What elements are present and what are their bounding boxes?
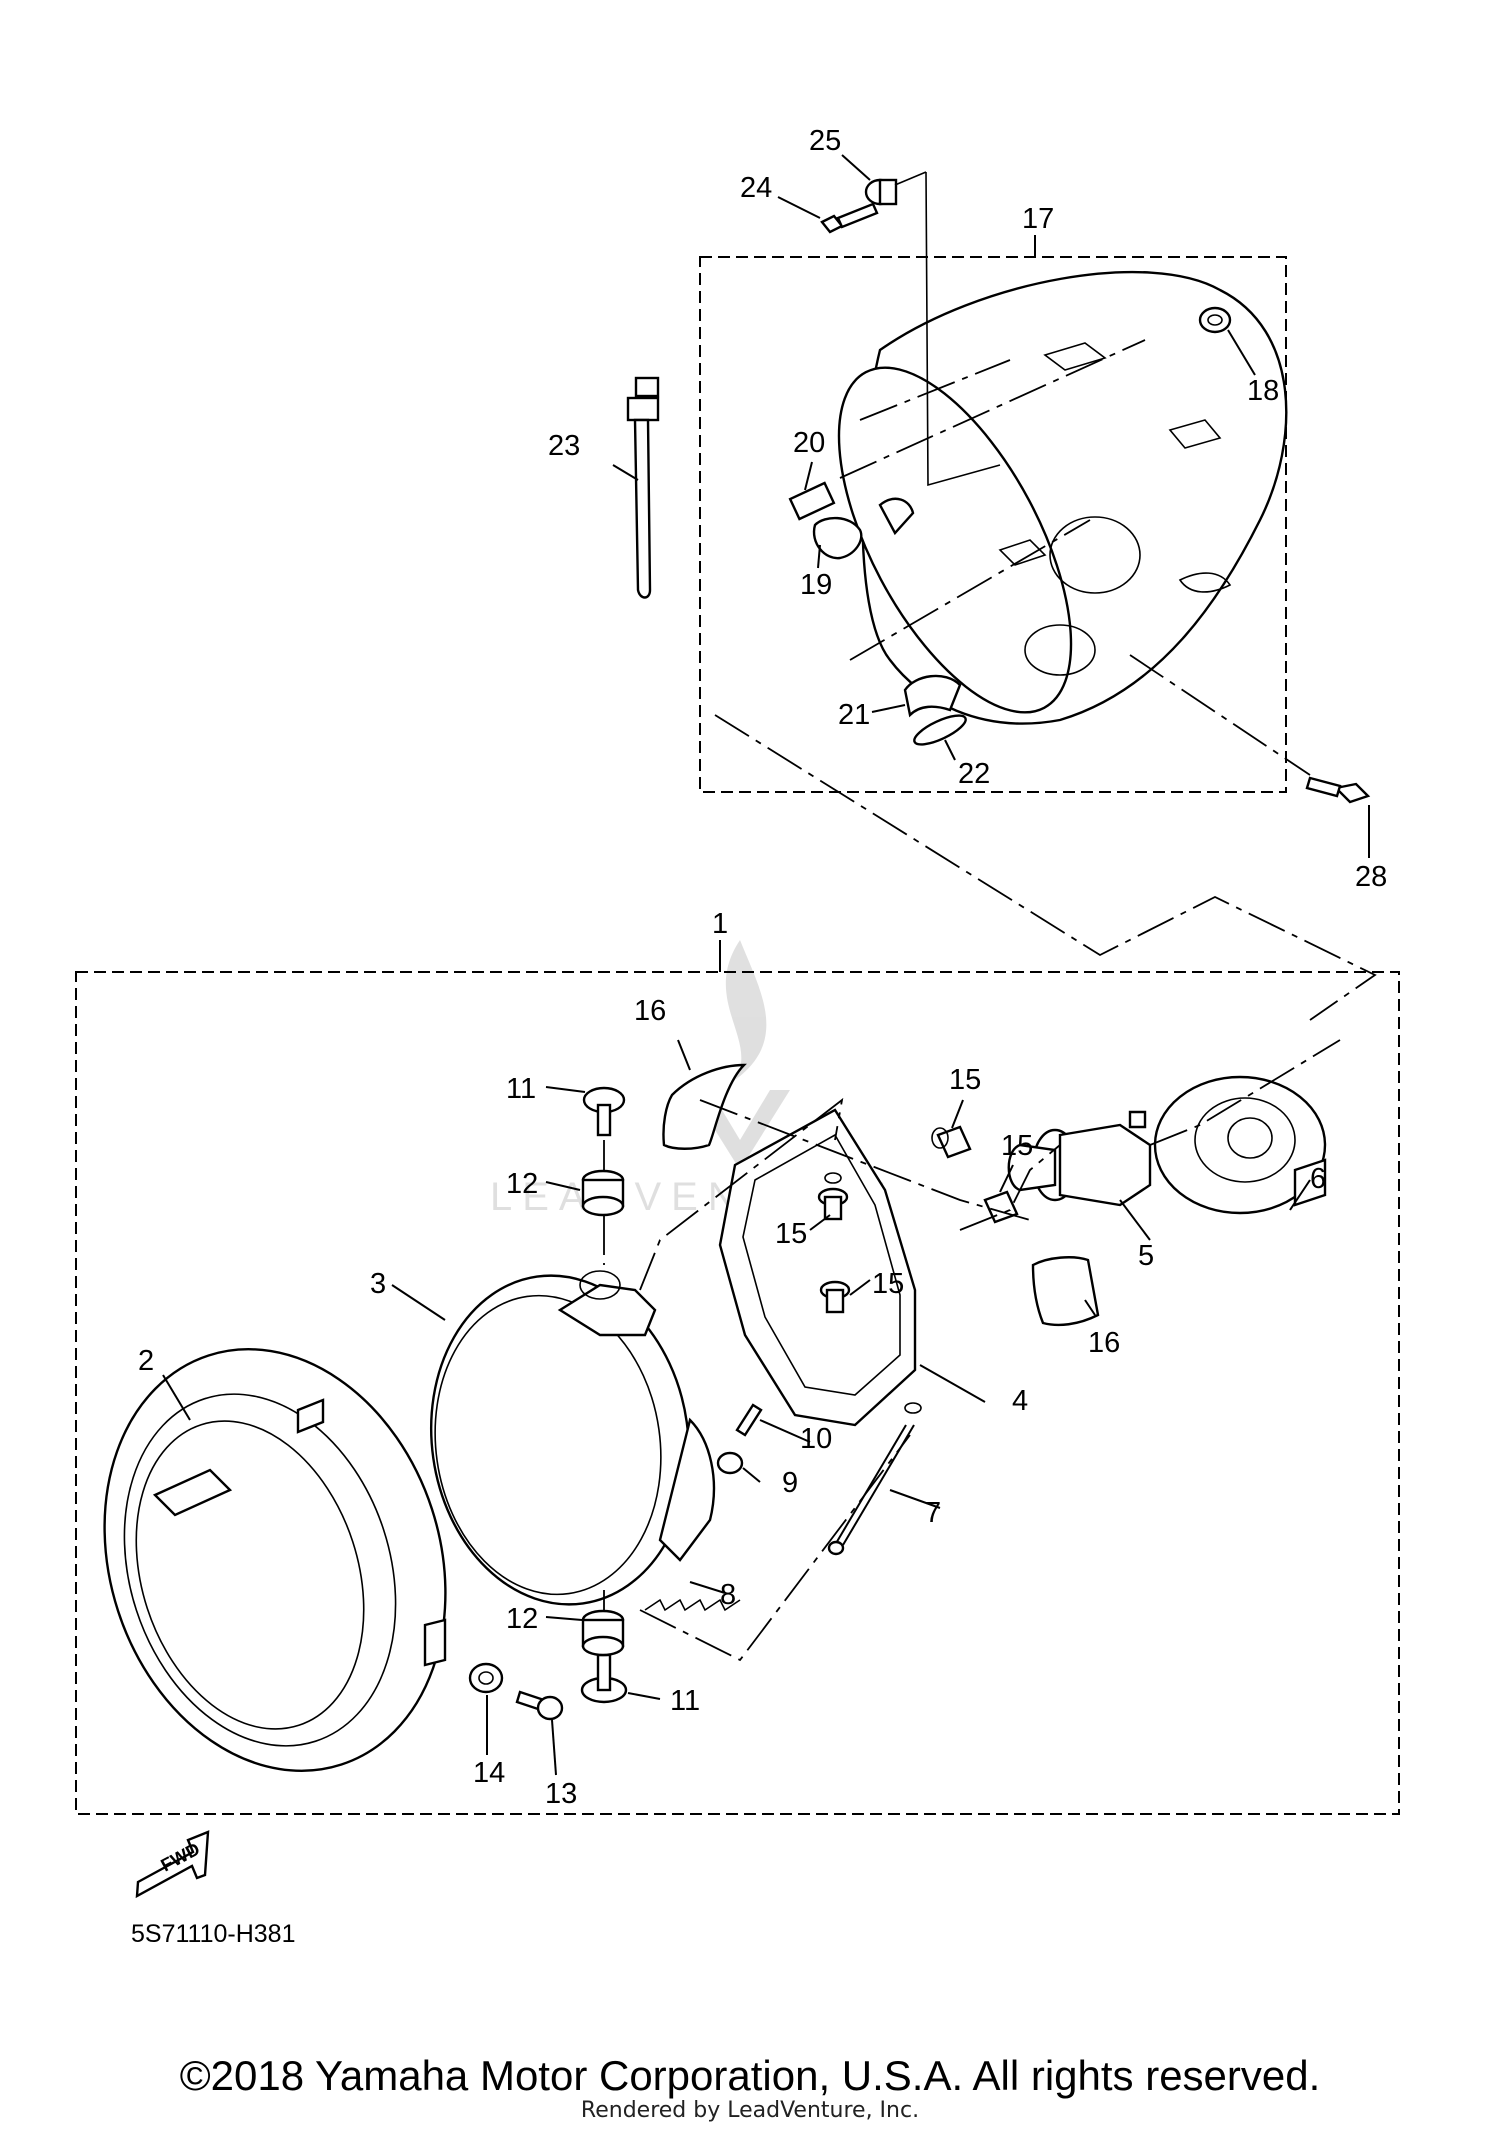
callout-17: 17 (1022, 203, 1054, 235)
fwd-arrow-icon: FWD (135, 1830, 210, 1899)
pad-16-top (662, 1063, 747, 1150)
assembly-box-17 (699, 256, 1287, 793)
callout-9: 9 (782, 1467, 798, 1499)
bulb-5 (1007, 1110, 1152, 1207)
headlight-body-shell (837, 270, 1288, 725)
callout-24: 24 (740, 172, 772, 204)
callout-18: 18 (1247, 375, 1279, 407)
pad-16-bottom (1031, 1256, 1100, 1327)
assembly-box-1 (75, 971, 1400, 1815)
bolt-11-top (582, 1086, 626, 1137)
grommet-14 (468, 1662, 504, 1694)
callout-16-top: 16 (634, 995, 666, 1027)
callout-10: 10 (800, 1423, 832, 1455)
callout-11-bottom: 11 (670, 1685, 700, 1717)
callout-12-bottom: 12 (506, 1603, 538, 1635)
callout-15-b: 15 (1001, 1130, 1033, 1162)
pivot-15a (931, 1125, 972, 1159)
diagram-code: 5S71110-H381 (131, 1920, 296, 1948)
callout-20: 20 (793, 427, 825, 459)
grommet-12-bottom (581, 1609, 625, 1657)
callout-2: 2 (138, 1345, 154, 1377)
pad-20 (788, 481, 836, 521)
copyright-notice: ©2018 Yamaha Motor Corporation, U.S.A. A… (179, 2052, 1321, 2099)
callout-11-top: 11 (506, 1073, 536, 1105)
callout-8: 8 (720, 1579, 736, 1611)
callout-1: 1 (712, 908, 728, 940)
callout-16-bottom: 16 (1088, 1327, 1120, 1359)
headlight-unit-3 (429, 1270, 716, 1606)
callout-23: 23 (548, 430, 580, 462)
callout-4: 4 (1012, 1385, 1028, 1417)
rendered-by-credit: Rendered by LeadVenture, Inc. (580, 2098, 920, 2123)
callout-22: 22 (958, 758, 990, 790)
callout-15-c: 15 (775, 1218, 807, 1250)
bolt-11-bottom (580, 1653, 628, 1704)
screw-28 (1305, 776, 1371, 804)
bolt-24 (820, 202, 879, 234)
socket-21 (903, 674, 962, 718)
callout-labels: 25 24 17 18 23 20 19 21 22 28 1 16 15 15… (138, 125, 1387, 1810)
callout-14: 14 (473, 1757, 505, 1789)
callout-28: 28 (1355, 861, 1387, 893)
pivot-15c (817, 1187, 849, 1221)
callout-13: 13 (545, 1778, 577, 1810)
adjusting-screw-7 (827, 1424, 915, 1556)
headlight-rim-2 (103, 1348, 447, 1772)
callout-15-a: 15 (949, 1064, 981, 1096)
nut-9 (716, 1451, 744, 1475)
callout-15-d: 15 (872, 1268, 904, 1300)
pivot-15d (819, 1280, 851, 1314)
spring-8 (644, 1598, 741, 1612)
callout-6: 6 (1310, 1163, 1326, 1195)
screw-13 (515, 1690, 564, 1721)
callout-21: 21 (838, 699, 870, 731)
callout-25: 25 (809, 125, 841, 157)
collar-25 (864, 178, 898, 206)
callout-19: 19 (800, 569, 832, 601)
callout-7: 7 (925, 1497, 941, 1529)
grommet-18 (1198, 306, 1232, 334)
socket-19 (812, 497, 915, 560)
cable-tie-23 (626, 376, 660, 599)
pad-22 (913, 714, 967, 746)
pin-10 (735, 1403, 763, 1437)
bracket-4 (718, 1108, 922, 1427)
callout-12-top: 12 (506, 1168, 538, 1200)
callout-3: 3 (370, 1268, 386, 1300)
grommet-12-top (581, 1169, 625, 1217)
socket-cover-6 (1153, 1075, 1327, 1215)
callout-5: 5 (1138, 1240, 1154, 1272)
